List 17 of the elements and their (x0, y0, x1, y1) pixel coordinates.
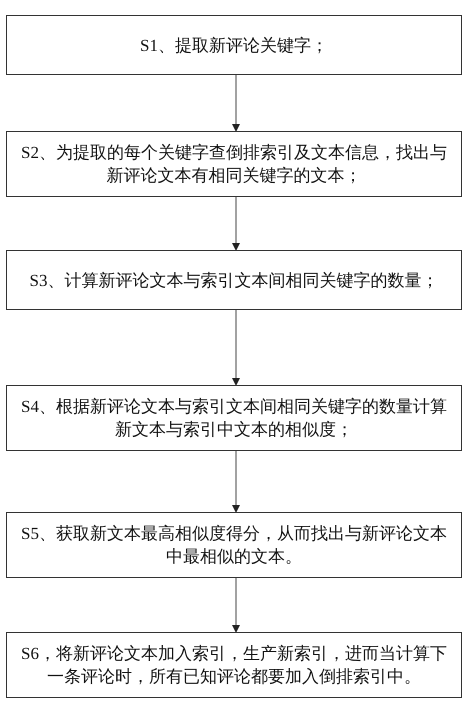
step-text: S3、计算新评论文本与索引文本间相同关键字的数量； (28, 270, 440, 292)
process-box (6, 512, 462, 578)
step-text: S5、获取新文本最高相似度得分，从而找出与新评论文本中最相似的文本。 (20, 523, 448, 568)
arrow (232, 578, 240, 633)
process-box (6, 385, 462, 451)
process-box (6, 250, 462, 310)
process-box (6, 632, 462, 698)
process-box (6, 131, 462, 197)
arrow (232, 74, 240, 132)
process-box (6, 15, 462, 75)
step-text: S2、为提取的每个关键字查倒排索引及文本信息，找出与新评论文本有相同关键字的文本； (20, 142, 448, 187)
arrow (232, 310, 240, 386)
step-text: S1、提取新评论关键字； (139, 34, 329, 56)
step-text: S6，将新评论文本加入索引，生产新索引，进而当计算下一条评论时，所有已知评论都要加入倒排索引中。 (20, 643, 448, 688)
arrow (232, 196, 240, 251)
step-text: S4、根据新评论文本与索引文本间相同关键字的数量计算新文本与索引中文本的相似度； (20, 396, 448, 441)
arrow (232, 450, 240, 513)
